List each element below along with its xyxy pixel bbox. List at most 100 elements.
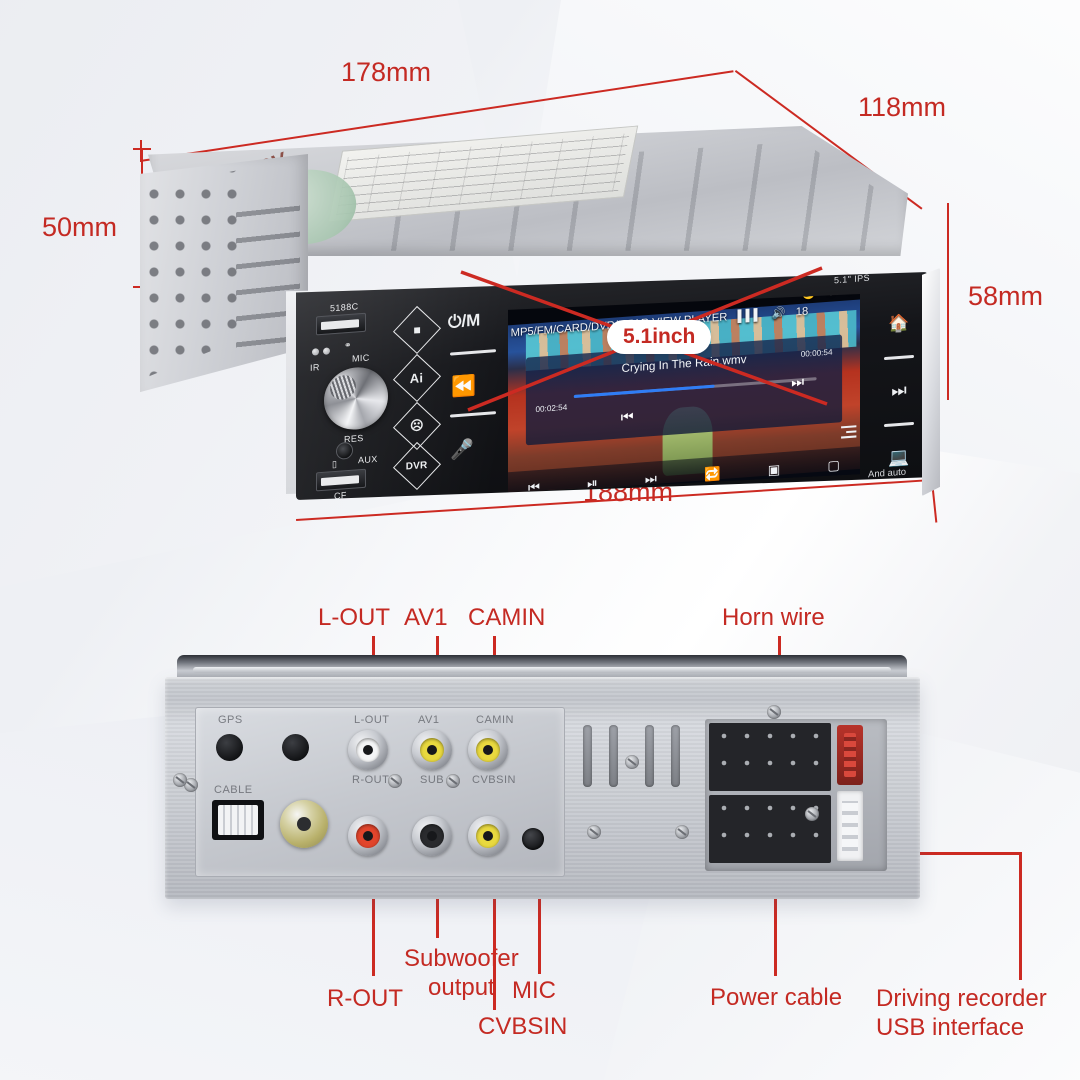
skip-next-icon[interactable]: ⏭ bbox=[791, 372, 805, 390]
dimension-line-face-height bbox=[947, 203, 949, 400]
ir-dot bbox=[323, 347, 330, 355]
dimension-label-width-top: 178mm bbox=[341, 57, 432, 87]
faceplate: 5188C IR ⚭ MIC RES AUX ▯ CF ⏹ bbox=[296, 272, 928, 500]
callout-label-av1: AV1 bbox=[404, 604, 448, 631]
ir-label: IR bbox=[310, 362, 320, 373]
eject-diamond-icon[interactable]: ⏹ bbox=[392, 305, 442, 355]
back-track-icon[interactable]: ⏪ bbox=[451, 374, 476, 399]
volume-icon[interactable]: 🔊 bbox=[771, 307, 786, 321]
faceplate-silver-edge bbox=[922, 268, 940, 496]
dvr-label: DVR bbox=[406, 459, 428, 473]
ir-dot bbox=[312, 348, 319, 356]
repeat-icon[interactable]: 🔁 bbox=[704, 465, 721, 483]
play-pause-icon[interactable]: ⏯ bbox=[587, 474, 598, 492]
silk-mark-av1: AV1 bbox=[418, 714, 440, 726]
volume-value: 18 bbox=[795, 305, 809, 319]
callout-label-cvbsin: CVBSIN bbox=[478, 1013, 568, 1040]
home-icon[interactable]: 🏠 bbox=[888, 313, 910, 334]
screen-icon[interactable]: ▣ bbox=[767, 461, 781, 478]
microphone-icon[interactable]: 🎤 bbox=[450, 438, 474, 462]
rear-body: GPS CABLE L-OUT AV1 CAMIN R-OUT SUB CVBS… bbox=[165, 677, 920, 899]
usb-top-label: 5188C bbox=[330, 301, 359, 314]
head-unit-three-quarter-view: 12V 5188C IR ⚭ MIC RES AU bbox=[138, 118, 940, 500]
dvr-usb-connector[interactable] bbox=[837, 791, 863, 861]
silk-mark-sub: SUB bbox=[420, 774, 445, 786]
callout-label-camin: CAMIN bbox=[468, 604, 546, 631]
mic-label: MIC bbox=[352, 352, 370, 364]
plate-screw-3 bbox=[184, 778, 198, 792]
leader-subwoofer bbox=[436, 876, 439, 938]
right-button-strip: 🏠 ⏭ 💻 bbox=[872, 290, 926, 492]
divider-2 bbox=[450, 411, 496, 418]
callout-label-driving-recorder-usb: Driving recorder USB interface bbox=[876, 985, 1047, 1042]
leader-mic bbox=[538, 876, 541, 974]
rca-l-out[interactable] bbox=[348, 730, 388, 770]
plate-screw-1 bbox=[388, 774, 402, 788]
wiring-harness-well bbox=[705, 705, 887, 871]
vent-screw-2 bbox=[587, 825, 601, 839]
rca-av1[interactable] bbox=[412, 730, 452, 770]
card-label: CF bbox=[334, 490, 347, 502]
harness-screw bbox=[767, 705, 781, 719]
divider-1 bbox=[450, 349, 496, 356]
usb-port-top[interactable] bbox=[316, 312, 366, 336]
iso-connector-bottom[interactable] bbox=[709, 795, 831, 863]
eq-bars-icon[interactable]: ▌▌▌ bbox=[737, 308, 762, 323]
dvr-screen-icon[interactable]: 💻 bbox=[888, 447, 910, 468]
leader-power-cable bbox=[774, 876, 777, 976]
rca-subwoofer[interactable] bbox=[412, 816, 452, 856]
mic-input-hole[interactable] bbox=[522, 828, 544, 850]
iso-top-pins bbox=[718, 730, 822, 784]
band-label: Ai bbox=[410, 369, 424, 386]
aspect-icon[interactable]: ▢ bbox=[827, 457, 840, 474]
callout-label-horn-wire: Horn wire bbox=[722, 604, 825, 631]
leader-dvr-usb-vertical bbox=[1019, 852, 1022, 980]
skip-previous-icon[interactable]: ⏮ bbox=[528, 479, 540, 492]
rear-top-lip bbox=[177, 655, 907, 681]
antenna-hole-2[interactable] bbox=[282, 734, 309, 761]
fuse-holder[interactable] bbox=[837, 725, 863, 785]
track-time-elapsed: 00:02:54 bbox=[535, 402, 568, 415]
leader-dvr-usb-horizontal bbox=[866, 852, 1022, 855]
callout-label-subwoofer-output: Subwoofer output bbox=[404, 945, 519, 1002]
rear-panel-view: GPS CABLE L-OUT AV1 CAMIN R-OUT SUB CVBS… bbox=[165, 655, 925, 905]
bluetooth-icon: ⚭ bbox=[344, 339, 352, 351]
gps-antenna-hole[interactable] bbox=[216, 734, 243, 761]
white-control-connector[interactable] bbox=[212, 800, 264, 840]
plate-screw-2 bbox=[446, 774, 460, 788]
leader-r-out bbox=[372, 876, 375, 976]
screen-size-badge: 5.1inch bbox=[607, 320, 712, 354]
iso-connector-top[interactable] bbox=[709, 723, 831, 791]
silk-mark-lout: L-OUT bbox=[354, 714, 390, 726]
callout-label-l-out: L-OUT bbox=[318, 604, 390, 631]
callout-label-r-out: R-OUT bbox=[327, 985, 403, 1012]
front-control-column: 5188C IR ⚭ MIC RES AUX ▯ CF ⏹ bbox=[308, 295, 498, 500]
callout-label-mic: MIC bbox=[512, 977, 556, 1004]
rca-camin[interactable] bbox=[468, 730, 508, 770]
subwoofer-output-jack[interactable] bbox=[280, 800, 328, 848]
aux-jack[interactable] bbox=[336, 441, 353, 460]
rca-r-out[interactable] bbox=[348, 816, 388, 856]
rear-vent-group bbox=[583, 717, 703, 869]
phone-diamond-icon[interactable]: Ai bbox=[392, 353, 442, 403]
power-mode-button[interactable]: ⏻/M bbox=[448, 310, 481, 332]
rca-cvbsin[interactable] bbox=[468, 816, 508, 856]
leader-cvbsin bbox=[493, 876, 496, 1010]
vent-screw bbox=[625, 755, 639, 769]
dimension-label-face-height: 58mm bbox=[968, 281, 1044, 311]
progress-bar[interactable] bbox=[573, 377, 817, 399]
track-loop-icon[interactable]: ⏭ bbox=[891, 380, 907, 401]
rear-body-screw-right bbox=[805, 807, 819, 821]
vent-screw-3 bbox=[675, 825, 689, 839]
ir-sensor-dots bbox=[312, 347, 330, 356]
skip-previous-icon[interactable]: ⏮ bbox=[620, 407, 634, 425]
aux-label: AUX bbox=[358, 453, 378, 466]
card-slot-icon: ▯ bbox=[332, 458, 338, 470]
volume-knob[interactable] bbox=[324, 365, 388, 432]
silk-mark-rout: R-OUT bbox=[352, 774, 390, 786]
android-auto-label: And auto bbox=[868, 466, 907, 481]
dimension-label-depth: 118mm bbox=[858, 92, 947, 122]
hamburger-menu-icon[interactable] bbox=[841, 424, 857, 439]
usb-port-bottom[interactable] bbox=[316, 468, 366, 492]
